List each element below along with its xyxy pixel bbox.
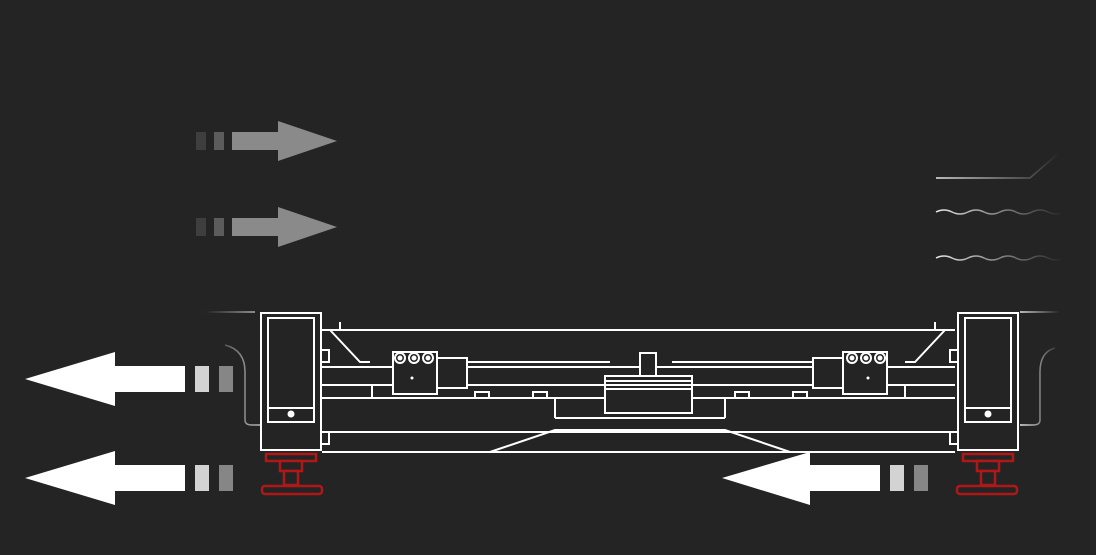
arrow-in-lower: [196, 207, 337, 247]
outer-contour: [205, 311, 1060, 426]
machine-body: [339, 55, 1065, 330]
leveling-foot-right: [955, 452, 1019, 496]
arrow-out-lower-left: [25, 451, 233, 505]
clamp-assembly-left: [392, 351, 610, 395]
arrow-out-upper-left: [25, 352, 233, 406]
center-block: [604, 352, 693, 414]
leveling-foot-left: [260, 452, 324, 496]
column-right: [949, 312, 1019, 451]
arrow-out-lower-right: [722, 452, 928, 505]
arrow-in-upper: [196, 121, 337, 161]
clamp-assembly-right: [672, 351, 888, 395]
column-left: [260, 312, 330, 451]
